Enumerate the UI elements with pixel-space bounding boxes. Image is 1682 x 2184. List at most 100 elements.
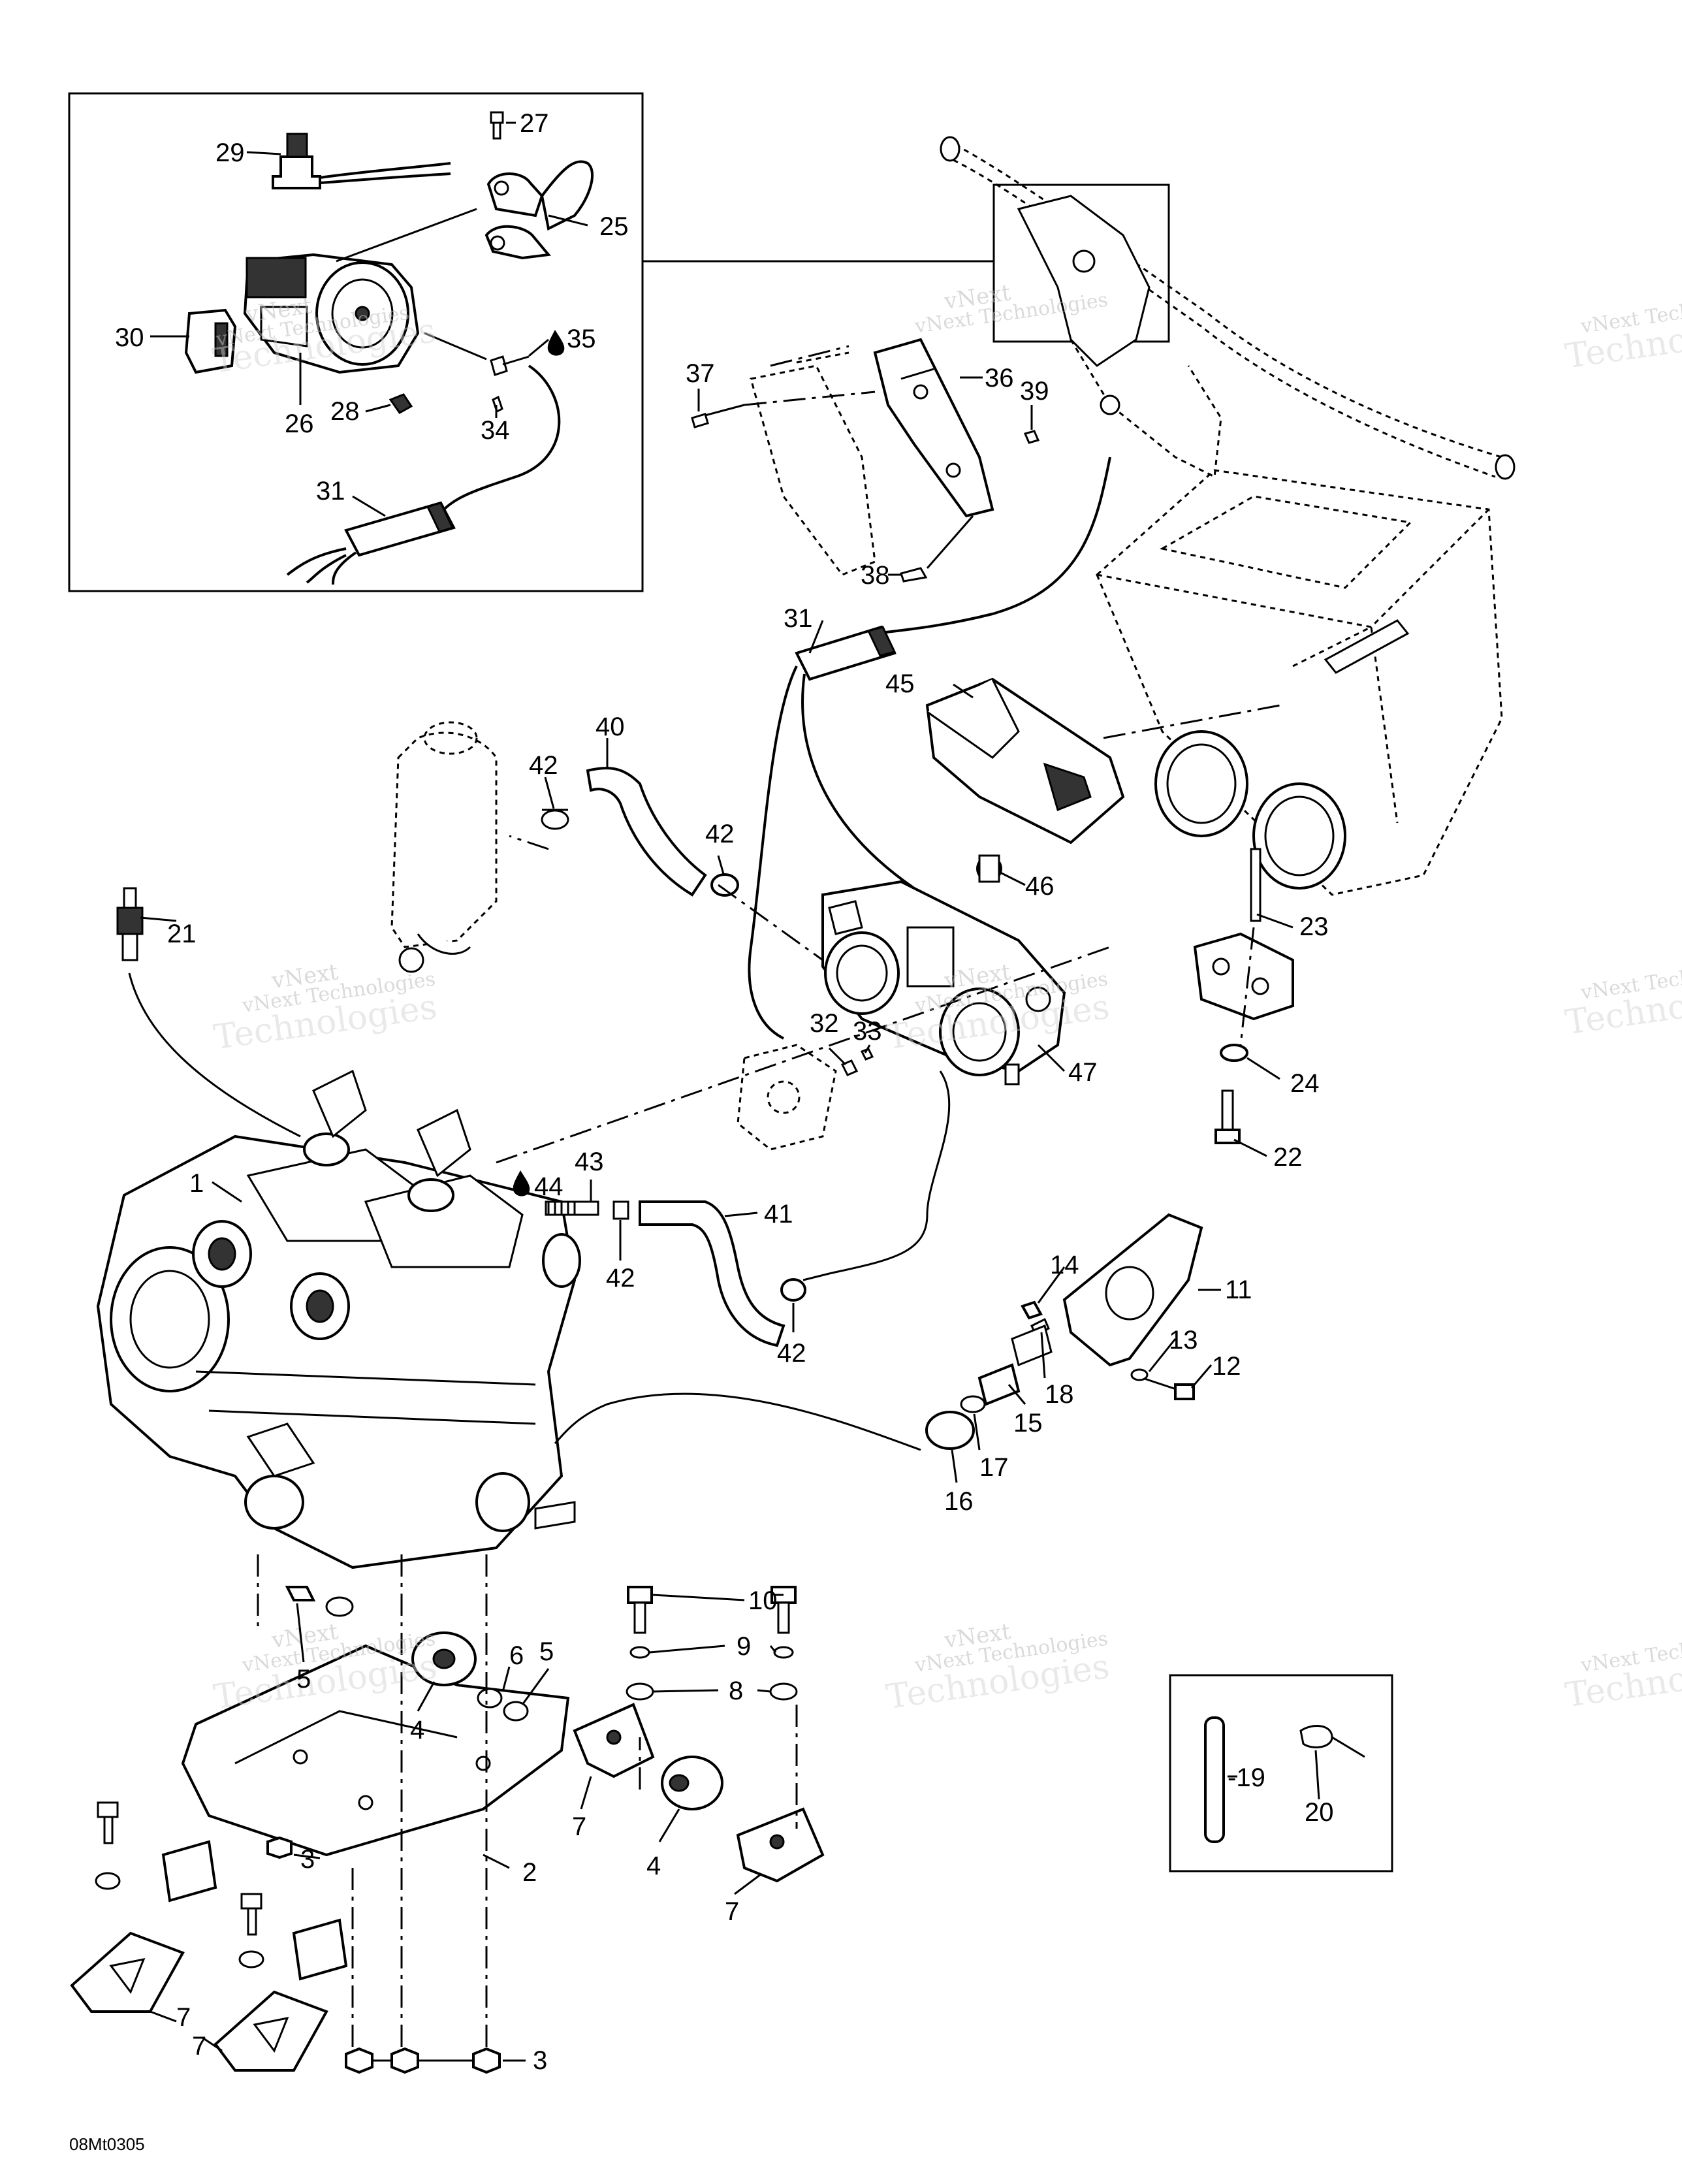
callout-8: 8 [729,1677,743,1705]
part-8-washers [626,1682,798,1701]
part-17-washer [960,1395,986,1413]
part-37-screw [691,404,745,428]
callout-30: 30 [115,323,144,352]
callout-21: 21 [167,920,197,948]
drop-icon-35 [547,330,565,356]
part-4-rubber-mount-a [411,1631,477,1686]
part-13-washer [1130,1368,1149,1381]
callout-7a: 7 [572,1812,586,1841]
callout-26: 26 [285,410,314,438]
part-1-engine [96,1069,581,1569]
part-22-screw [1214,1089,1241,1144]
part-46-clamp [976,854,1002,883]
part-2-engine-mount [181,1644,570,1857]
callout-28: 28 [330,397,360,426]
callout-39: 39 [1020,377,1049,406]
callout-7d: 7 [192,2032,206,2061]
handlebar-assembly [874,136,1515,635]
part-47-carburetor-assembly [821,880,1066,1085]
part-42-clamp-a [541,809,569,830]
callout-16: 16 [944,1487,974,1516]
callout-4b: 4 [646,1852,661,1880]
part-29-connector [272,133,451,189]
part-26-throttle-housing [243,253,420,374]
part-16-cap [925,1411,975,1450]
callout-23: 23 [1299,912,1329,941]
oil-pump-ghost [737,1044,837,1151]
part-30-cover [184,308,237,374]
callout-leaders [140,121,1320,2062]
part-40-hose [586,767,707,897]
part-7-bracket-left-a [70,1931,185,2013]
part-25-throttle-lever [484,160,594,260]
part-10-bolts [627,1586,797,1634]
callout-11: 11 [1225,1276,1252,1304]
drop-icon-44 [513,1170,530,1196]
part-28-screw [389,393,413,414]
callout-17: 17 [979,1453,1009,1482]
callout-3b: 3 [533,2046,547,2075]
callout-29: 29 [215,138,245,167]
part-7-bracket-right-a [573,1703,655,1778]
callout-20: 20 [1305,1798,1334,1827]
callout-36: 36 [985,364,1014,393]
callout-7c: 7 [176,2003,191,2032]
callout-37: 37 [686,359,715,388]
callout-24: 24 [1290,1069,1320,1098]
callout-5a: 5 [296,1665,311,1694]
part-27-screw [490,111,504,140]
part-24-washer [1220,1044,1248,1062]
callout-12: 12 [1212,1352,1241,1381]
part-38-screw [900,515,974,583]
callout-10: 10 [748,1586,778,1615]
callout-6: 6 [509,1641,524,1670]
callout-31: 31 [784,604,813,633]
assembly-centerlines [496,345,1280,1164]
callout-47: 47 [1068,1058,1098,1087]
left-rubber-mounts [95,1801,348,1981]
callout-5b: 5 [539,1637,554,1666]
part-42-clamp-d [780,1278,806,1302]
part-34-fitting [490,355,530,413]
callout-32: 32 [810,1009,839,1038]
callout-42c: 42 [606,1264,635,1293]
part-4-rubber-mount-b [661,1756,723,1810]
part-7-bracket-left-b [214,1990,328,2072]
part-43-fitting [545,1200,599,1216]
callout-41: 41 [764,1200,793,1228]
part-39-nut [1023,430,1040,444]
callout-42a: 42 [529,751,558,780]
callout-2: 2 [522,1858,537,1887]
callout-labels: 29 27 25 30 26 28 34 35 31 37 36 39 38 3… [115,109,1334,2075]
part-21-spark-plug [116,887,301,1138]
airbox-logo [1324,619,1410,674]
fuel-pump [1193,932,1294,1021]
part-42-clamp-c [612,1200,629,1220]
callout-43: 43 [575,1148,604,1176]
callout-22: 22 [1273,1143,1303,1172]
callout-18: 18 [1045,1380,1074,1409]
part-36-bracket [750,338,994,576]
drawing-code: 08Mt0305 [69,2134,145,2154]
callout-13: 13 [1169,1326,1198,1355]
callout-7b: 7 [725,1897,739,1926]
part-23-stud [1250,848,1262,922]
part-9-lockwashers [629,1646,794,1659]
callout-25: 25 [599,212,629,241]
callout-4a: 4 [410,1716,424,1744]
callout-14: 14 [1050,1251,1079,1279]
inset-box-19-20 [1169,1674,1393,1872]
callout-46: 46 [1025,872,1055,901]
part-42-clamp-b [710,873,739,897]
callout-27: 27 [520,109,549,138]
part-5-nut-a [285,1586,354,1617]
callout-3a: 3 [300,1845,315,1874]
part-31-cable-connector [286,364,561,585]
callout-40: 40 [595,713,625,741]
callout-33: 33 [853,1017,882,1046]
callout-44: 44 [534,1172,563,1201]
oil-tank [390,721,498,973]
part-11-plate [1062,1213,1203,1367]
part-7-bracket-right-b [736,1807,825,1883]
